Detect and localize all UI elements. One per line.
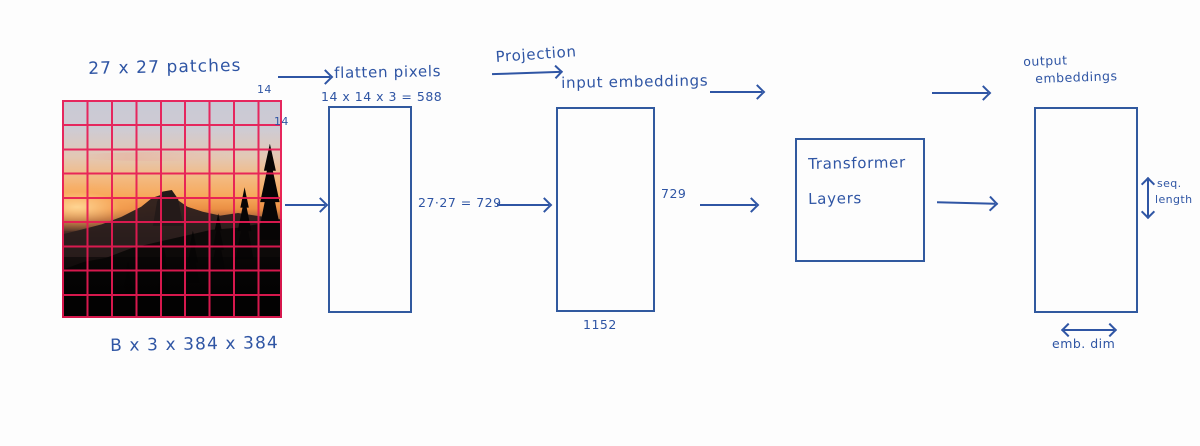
transformer-label-line1: Transformer xyxy=(808,153,907,173)
seq-length-label-line2: length xyxy=(1155,193,1193,206)
output-embeddings-label-line1: output xyxy=(1023,52,1068,69)
patch-height-label: 14 xyxy=(257,83,272,96)
grid-right-edge xyxy=(280,100,282,318)
image-shape-label: B x 3 x 384 x 384 xyxy=(110,333,280,356)
projection-label: Projection xyxy=(495,42,578,66)
patch-width-label: 14 xyxy=(274,115,289,128)
seq-length-arrow xyxy=(1147,180,1149,216)
transformer-label-line2: Layers xyxy=(808,189,863,208)
token-count-calc-label: 27·27 = 729 xyxy=(418,195,502,210)
input-embeddings-label: input embeddings xyxy=(561,71,709,92)
transformer-layers-box xyxy=(795,138,925,262)
patches-label: 27 x 27 patches xyxy=(88,55,242,79)
arrow-image-to-flatten-box xyxy=(285,204,325,206)
input-embeddings-box xyxy=(556,107,655,312)
emb-dim-arrow xyxy=(1064,329,1114,331)
arrow-flatten-to-projection xyxy=(497,204,549,206)
seq-length-label-line1: seq. xyxy=(1157,177,1182,190)
output-embeddings-box xyxy=(1034,107,1138,313)
emb-dim-label: emb. dim xyxy=(1052,336,1116,351)
flatten-label: flatten pixels xyxy=(334,62,442,82)
flatten-dim-label: 14 x 14 x 3 = 588 xyxy=(321,89,443,104)
embedding-width-label: 1152 xyxy=(583,317,617,332)
flattened-patch-box xyxy=(328,106,412,313)
grid-bottom-edge xyxy=(62,316,282,318)
source-image xyxy=(62,100,282,318)
projection-arrow xyxy=(491,70,561,76)
arrow-patches-to-flatten xyxy=(278,76,330,78)
patch-grid-overlay xyxy=(62,100,282,318)
arrow-after-input-embeddings xyxy=(710,91,762,93)
arrow-input-to-transformer xyxy=(700,204,756,206)
sequence-tokens-label: 729 xyxy=(661,186,687,201)
arrow-top-to-output-embeddings xyxy=(932,92,988,94)
arrow-transformer-to-output xyxy=(936,201,996,205)
output-embeddings-label-line2: embeddings xyxy=(1035,68,1118,86)
